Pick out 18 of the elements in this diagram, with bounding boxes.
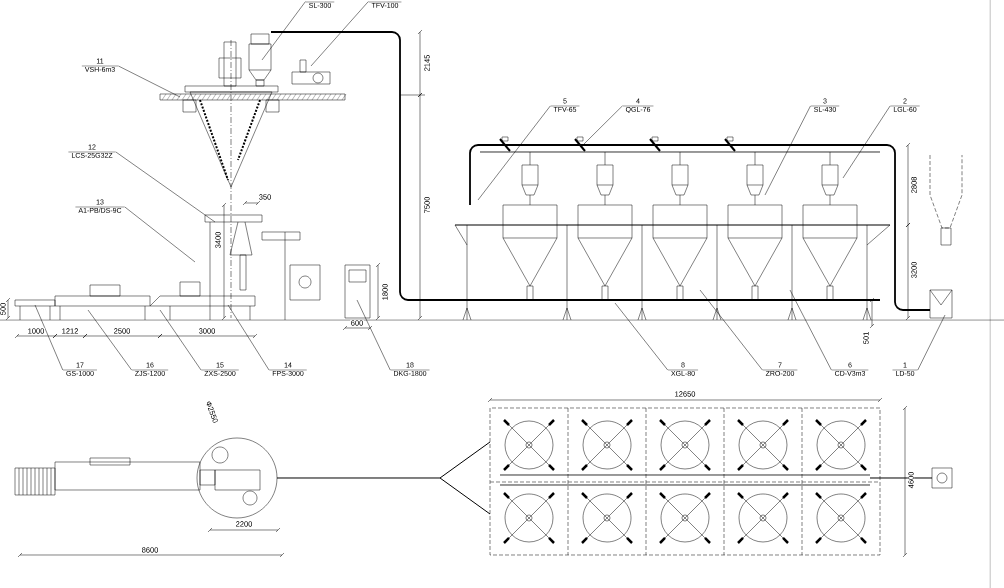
leader-line	[34, 304, 63, 371]
leader-line	[842, 105, 891, 179]
leader-line	[227, 304, 270, 371]
leader-line	[699, 289, 763, 371]
leader-line	[356, 299, 391, 371]
leader-line	[917, 314, 946, 371]
leader-line	[115, 151, 216, 223]
leader-line	[310, 1, 369, 67]
leader-line	[764, 105, 811, 196]
leader-line	[582, 105, 623, 146]
leader-line	[614, 302, 668, 371]
leader-line	[159, 309, 202, 371]
leader-line	[87, 309, 132, 371]
leader-line	[261, 1, 306, 61]
leader-line	[477, 105, 551, 201]
leader-line	[118, 65, 181, 98]
leader-line	[124, 206, 196, 263]
leader-line	[789, 289, 832, 371]
